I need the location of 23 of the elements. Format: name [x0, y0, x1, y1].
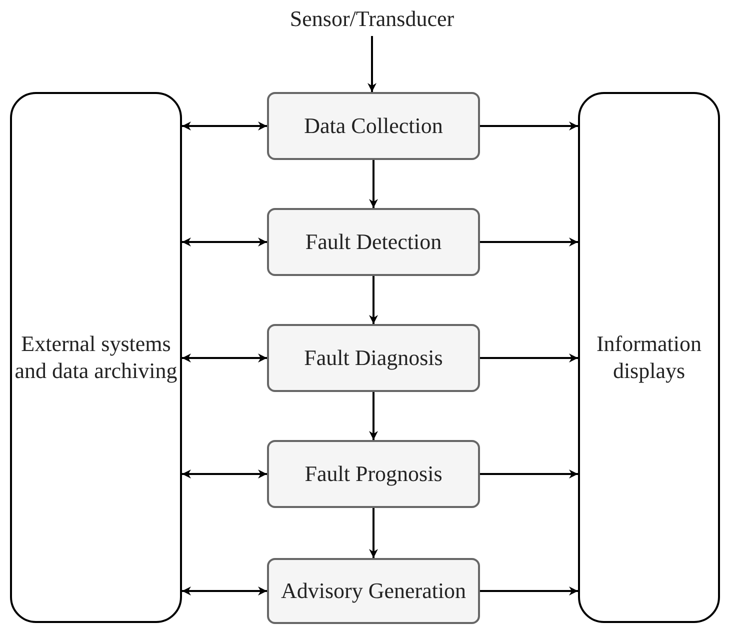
arrow [369, 160, 378, 208]
arrow [480, 238, 578, 246]
arrow [480, 354, 578, 362]
arrow [182, 354, 267, 362]
process-box: Fault Detection [267, 208, 480, 276]
arrow [369, 276, 378, 324]
process-box: Fault Diagnosis [267, 324, 480, 392]
rounded-panel: Information displays [578, 92, 720, 623]
arrow [182, 586, 267, 596]
arrow [182, 122, 267, 130]
arrow [480, 586, 578, 596]
process-box: Data Collection [267, 92, 480, 160]
arrow [368, 36, 376, 92]
process-box: Fault Prognosis [267, 440, 480, 508]
process-box: Advisory Generation [267, 558, 480, 624]
arrow [182, 238, 267, 246]
node-label: Sensor/Transducer [262, 2, 482, 36]
arrow [480, 470, 578, 478]
arrow [182, 470, 267, 478]
arrow [480, 122, 578, 130]
arrow [369, 508, 378, 558]
arrow [369, 392, 378, 440]
rounded-panel: External systems and data archiving [10, 92, 182, 623]
